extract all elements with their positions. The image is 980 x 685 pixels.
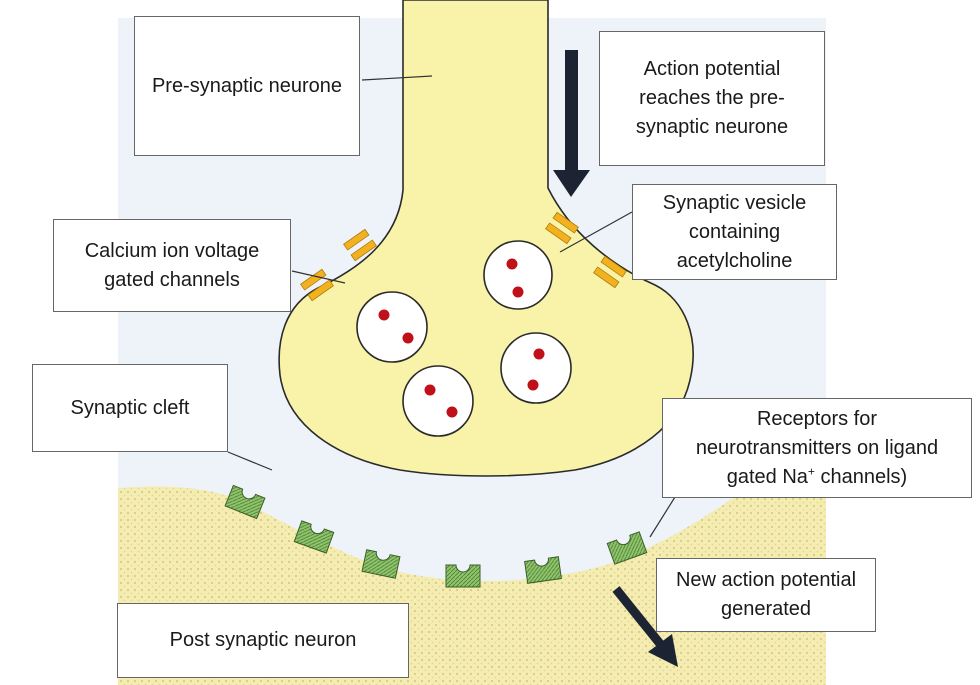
vesicle-4 bbox=[402, 365, 474, 437]
calcium-channel bbox=[300, 268, 334, 302]
label-action-potential-text: Action potential reaches the pre-synapti… bbox=[635, 58, 789, 138]
calcium-channel bbox=[343, 228, 377, 262]
synaptic-vesicles bbox=[356, 240, 572, 437]
label-receptors-line3-pre: gated Na bbox=[726, 465, 808, 488]
leader-receptors bbox=[649, 496, 676, 538]
arrow-diagonal-icon bbox=[612, 586, 678, 667]
label-presynaptic-text: Pre-synaptic neurone bbox=[151, 74, 343, 97]
label-cleft-text: Synaptic cleft bbox=[70, 396, 190, 419]
acetylcholine-dot bbox=[402, 332, 414, 344]
acetylcholine-dot bbox=[527, 379, 539, 391]
leader-cleft bbox=[227, 451, 273, 471]
label-receptors-line1: Receptors for bbox=[756, 407, 878, 430]
label-calcium-channels-text: Calcium ion voltage gated channels bbox=[84, 239, 260, 291]
label-presynaptic: Pre-synaptic neurone bbox=[134, 16, 360, 156]
receptor bbox=[361, 549, 401, 579]
label-receptors-line2: neurotransmitters on ligand bbox=[695, 436, 939, 459]
label-receptors-line3-sup: + bbox=[807, 463, 815, 478]
label-receptors-text: Receptors for neurotransmitters on ligan… bbox=[696, 405, 938, 492]
label-vesicle-text: Synaptic vesicle containing acetylcholin… bbox=[662, 191, 807, 272]
arrow-down-icon bbox=[553, 50, 590, 197]
leader-lines bbox=[227, 75, 676, 538]
acetylcholine-dot bbox=[446, 406, 458, 418]
label-new-action-potential-text: New action potential generated bbox=[675, 569, 857, 620]
label-cleft: Synaptic cleft bbox=[32, 364, 228, 452]
label-receptors: Receptors for neurotransmitters on ligan… bbox=[662, 398, 972, 498]
calcium-channel bbox=[593, 255, 627, 289]
acetylcholine-dot bbox=[512, 286, 524, 298]
receptor bbox=[445, 564, 481, 588]
receptor bbox=[224, 484, 266, 520]
receptors bbox=[224, 484, 648, 588]
leader-vesicle bbox=[559, 211, 633, 253]
label-vesicle: Synaptic vesicle containing acetylcholin… bbox=[632, 184, 837, 280]
vesicle-3 bbox=[500, 332, 572, 404]
acetylcholine-dot bbox=[424, 384, 436, 396]
label-calcium-channels: Calcium ion voltage gated channels bbox=[53, 219, 291, 312]
acetylcholine-dot bbox=[533, 348, 545, 360]
label-receptors-line3: gated Na+ channels) bbox=[696, 463, 938, 492]
vesicle-1 bbox=[483, 240, 553, 310]
label-postsynaptic-text: Post synaptic neuron bbox=[169, 629, 357, 651]
vesicle-2 bbox=[356, 291, 428, 363]
receptor bbox=[293, 520, 335, 554]
calcium-channel bbox=[545, 211, 579, 245]
label-action-potential: Action potential reaches the pre-synapti… bbox=[599, 31, 825, 166]
leader-calcium bbox=[291, 270, 346, 284]
receptor bbox=[606, 531, 648, 565]
acetylcholine-dot bbox=[506, 258, 518, 270]
receptor bbox=[524, 556, 562, 584]
label-new-action-potential: New action potential generated bbox=[656, 558, 876, 632]
acetylcholine-dot bbox=[378, 309, 390, 321]
calcium-channels bbox=[300, 211, 627, 302]
label-receptors-line3-post: channels) bbox=[814, 465, 908, 488]
label-postsynaptic: Post synaptic neuron bbox=[117, 603, 409, 678]
leader-presynaptic bbox=[361, 75, 433, 81]
